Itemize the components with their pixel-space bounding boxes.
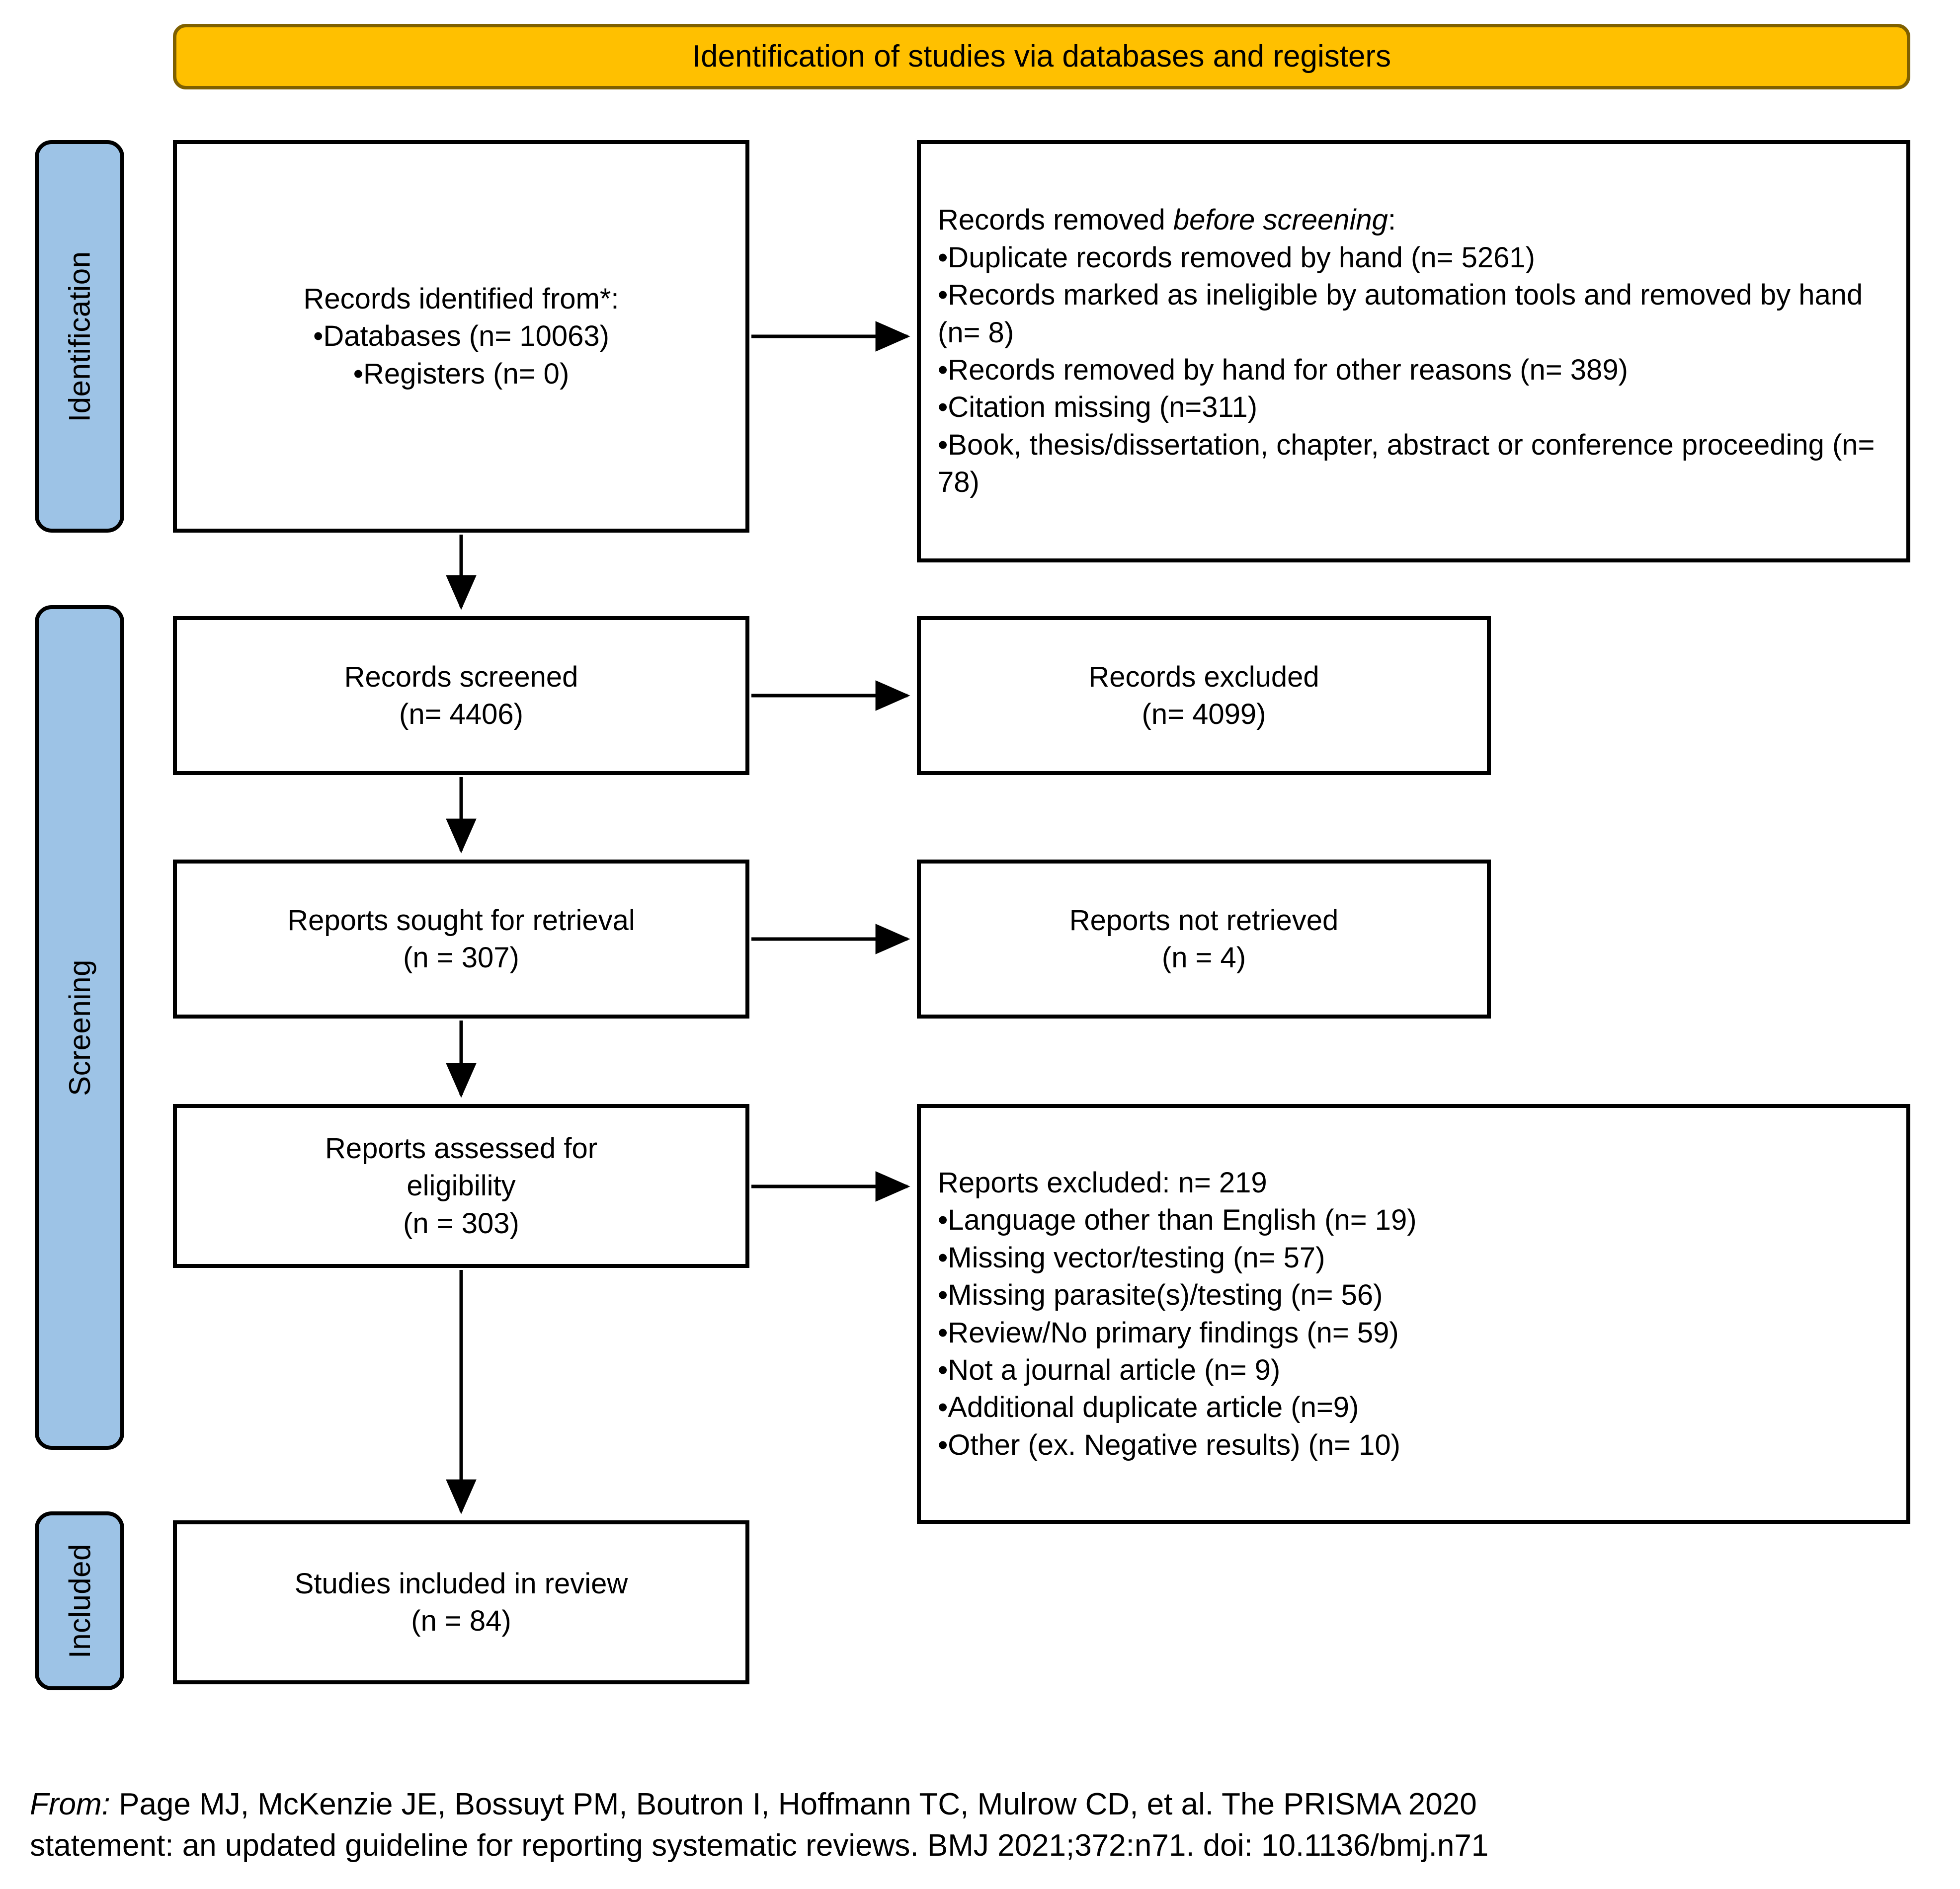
- box-records-removed-before-screening: Records removed before screening: •Dupli…: [917, 140, 1910, 562]
- footer-from-label: From:: [30, 1787, 110, 1821]
- records-removed-title-tail: :: [1388, 204, 1396, 236]
- reports-excluded-item-3: •Review/No primary findings (n= 59): [938, 1316, 1399, 1349]
- box-reports-not-retrieved: Reports not retrieved (n = 4): [917, 860, 1491, 1019]
- records-screened-count: (n= 4406): [399, 698, 523, 730]
- stage-label-screening: Screening: [35, 605, 124, 1450]
- records-removed-title-plain: Records removed: [938, 204, 1173, 236]
- records-excluded-label: Records excluded: [1088, 660, 1319, 693]
- reports-assessed-label-line2: eligibility: [407, 1170, 516, 1202]
- stage-label-screening-text: Screening: [63, 959, 96, 1096]
- records-removed-item-3: •Citation missing (n=311): [938, 391, 1258, 424]
- records-identified-title: Records identified from*:: [303, 282, 619, 315]
- records-removed-item-4: •Book, thesis/dissertation, chapter, abs…: [938, 428, 1875, 499]
- box-reports-sought-for-retrieval: Reports sought for retrieval (n = 307): [173, 860, 749, 1019]
- reports-not-retrieved-label: Reports not retrieved: [1069, 904, 1339, 937]
- records-identified-item-0: •Databases (n= 10063): [313, 320, 609, 353]
- stage-label-identification: Identification: [35, 140, 124, 533]
- box-records-identified: Records identified from*: •Databases (n=…: [173, 140, 749, 533]
- footer-citation: From: Page MJ, McKenzie JE, Bossuyt PM, …: [30, 1784, 1918, 1866]
- records-removed-item-0: •Duplicate records removed by hand (n= 5…: [938, 241, 1535, 274]
- reports-excluded-item-2: •Missing parasite(s)/testing (n= 56): [938, 1279, 1383, 1312]
- reports-excluded-title: Reports excluded: n= 219: [938, 1166, 1267, 1199]
- reports-sought-count: (n = 307): [403, 942, 519, 974]
- footer-citation-line1: From: Page MJ, McKenzie JE, Bossuyt PM, …: [30, 1784, 1918, 1825]
- records-identified-item-1: •Registers (n= 0): [353, 357, 570, 390]
- records-excluded-count: (n= 4099): [1142, 698, 1266, 730]
- stage-label-identification-text: Identification: [63, 251, 96, 422]
- reports-assessed-count: (n = 303): [403, 1207, 519, 1240]
- reports-excluded-item-4: •Not a journal article (n= 9): [938, 1353, 1281, 1386]
- box-records-screened: Records screened (n= 4406): [173, 616, 749, 775]
- studies-included-label: Studies included in review: [294, 1567, 628, 1600]
- box-reports-assessed-for-eligibility: Reports assessed for eligibility (n = 30…: [173, 1104, 749, 1268]
- reports-excluded-item-1: •Missing vector/testing (n= 57): [938, 1241, 1325, 1274]
- box-reports-excluded: Reports excluded: n= 219 •Language other…: [917, 1104, 1910, 1524]
- reports-excluded-item-0: •Language other than English (n= 19): [938, 1204, 1417, 1237]
- records-removed-title-italic: before screening: [1173, 204, 1388, 236]
- records-removed-item-2: •Records removed by hand for other reaso…: [938, 354, 1628, 386]
- header-title: Identification of studies via databases …: [692, 39, 1391, 74]
- records-removed-item-1: •Records marked as ineligible by automat…: [938, 279, 1863, 349]
- records-screened-label: Records screened: [344, 660, 578, 693]
- footer-citation-line1-rest: Page MJ, McKenzie JE, Bossuyt PM, Boutro…: [110, 1787, 1477, 1821]
- reports-sought-label: Reports sought for retrieval: [287, 904, 635, 937]
- studies-included-count: (n = 84): [411, 1605, 511, 1637]
- box-records-excluded: Records excluded (n= 4099): [917, 616, 1491, 775]
- box-studies-included-in-review: Studies included in review (n = 84): [173, 1520, 749, 1684]
- reports-not-retrieved-count: (n = 4): [1161, 942, 1246, 974]
- records-removed-title: Records removed before screening:: [938, 201, 1396, 238]
- stage-label-included: Included: [35, 1511, 124, 1690]
- reports-excluded-item-5: •Additional duplicate article (n=9): [938, 1391, 1359, 1424]
- footer-citation-line2: statement: an updated guideline for repo…: [30, 1828, 1489, 1863]
- reports-excluded-item-6: •Other (ex. Negative results) (n= 10): [938, 1428, 1400, 1461]
- header-banner: Identification of studies via databases …: [173, 24, 1910, 89]
- stage-label-included-text: Included: [63, 1543, 96, 1658]
- reports-assessed-label-line1: Reports assessed for: [325, 1132, 598, 1165]
